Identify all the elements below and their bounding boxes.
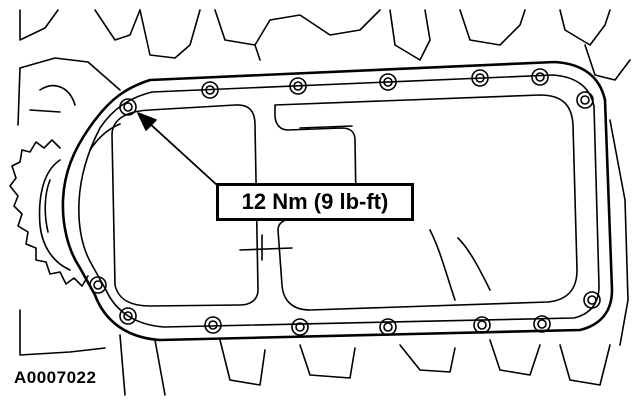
bolt: [119, 98, 137, 116]
oil-pan-flange-inner: [78, 74, 600, 328]
bolt: [379, 73, 397, 91]
figure-id: A0007022: [14, 368, 97, 387]
bolt: [89, 276, 107, 294]
bolt: [204, 316, 222, 334]
bolt: [201, 81, 219, 99]
flange-bolts: [89, 68, 601, 336]
bolt: [291, 318, 309, 336]
torque-spec-label: 12 Nm (9 lb-ft): [241, 189, 389, 214]
bolt: [531, 68, 549, 86]
oil-pan-sump: [89, 94, 578, 311]
bolt: [576, 91, 594, 109]
bolt: [473, 316, 491, 334]
bolt: [471, 69, 489, 87]
engine-block-background: [17, 9, 631, 126]
callout-leader: [137, 112, 219, 187]
torque-spec-callout: 12 Nm (9 lb-ft): [216, 183, 414, 221]
oil-pan-flange-outer: [61, 60, 614, 342]
timing-sprocket: [9, 139, 89, 287]
bolt: [289, 77, 307, 95]
bolt: [583, 291, 601, 309]
bolt: [119, 307, 137, 325]
bolt: [379, 318, 397, 336]
engine-block-lower-background: [19, 119, 629, 396]
bolt: [533, 315, 551, 333]
